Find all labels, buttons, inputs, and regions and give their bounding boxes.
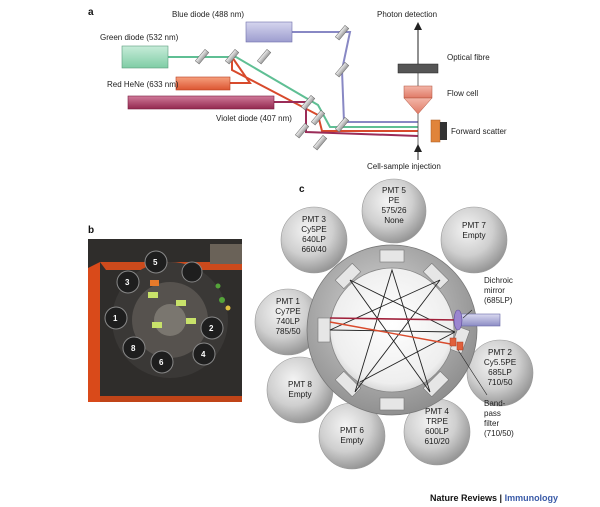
violet-diode-label: Violet diode (407 nm): [216, 114, 292, 123]
panel-b-label: b: [88, 225, 94, 236]
mirror: [224, 48, 240, 65]
pmt5-label-line: PMT 5: [382, 186, 406, 195]
bandpass-label-4: (710/50): [484, 429, 514, 438]
detector-array-photo: 5 3 1 8 6 2 4: [88, 239, 242, 402]
green-diode-laser: [121, 45, 169, 69]
photon-detection-arrowhead: [414, 22, 422, 30]
journal-section: Immunology: [505, 493, 559, 503]
mirror: [256, 48, 272, 65]
pmt7-housing: [440, 206, 508, 274]
violet-diode-laser: [127, 95, 275, 110]
forward-scatter-label: Forward scatter: [451, 127, 507, 136]
dichroic-label-1: Dichroic: [484, 276, 513, 285]
red-beam: [230, 53, 418, 132]
dichroic-mirror: [453, 309, 463, 331]
optical-fibre-label: Optical fibre: [447, 53, 490, 62]
bandpass-label-1: Band-: [484, 399, 506, 408]
green-beam: [168, 56, 418, 128]
laser-beams: [168, 31, 419, 137]
flow-cell-assembly: [397, 22, 447, 160]
forward-scatter-detector: [430, 119, 441, 143]
band-pass-filter: [449, 337, 457, 347]
pmt1-label-line: 785/50: [275, 327, 300, 336]
dichroic-label-2: mirror: [484, 286, 505, 295]
blue-beam: [292, 31, 418, 123]
bandpass-label-3: filter: [484, 419, 499, 428]
photo-number: 1: [113, 314, 118, 323]
pmt3-label-line: 660/40: [301, 245, 326, 254]
pmt1-label-line: Cy7PE: [275, 307, 301, 316]
cell-sample-injection-label: Cell-sample injection: [367, 162, 441, 171]
photo-number: 2: [209, 324, 214, 333]
pmt2-label-line: 685LP: [488, 368, 512, 377]
pmt4-label-line: TRPE: [426, 417, 448, 426]
photo-number: 6: [159, 358, 164, 367]
journal-name: Nature Reviews: [430, 493, 497, 503]
optical-fibre: [397, 63, 439, 74]
flow-cell-label: Flow cell: [447, 89, 478, 98]
blue-diode-label: Blue diode (488 nm): [172, 10, 244, 19]
pmt8-label-line: Empty: [288, 390, 312, 399]
pmt5-label-line: None: [384, 216, 404, 225]
pmt8-label-line: PMT 8: [288, 380, 312, 389]
injection-arrowhead: [414, 144, 422, 152]
dichroic-label-3: (685LP): [484, 296, 513, 305]
band-pass-filter-2: [456, 341, 464, 351]
mirror: [334, 116, 350, 133]
pmt6-label-line: Empty: [340, 436, 364, 445]
flow-cell-funnel: [403, 97, 433, 115]
photo-number: 8: [131, 344, 136, 353]
mirror: [194, 48, 210, 65]
red-beam-c: [329, 321, 457, 346]
pmt7-label-line: PMT 7: [462, 221, 486, 230]
internal-light-paths: [329, 268, 456, 393]
photo-number: 3: [125, 278, 130, 287]
red-hene-laser: [175, 76, 231, 91]
pmt4-label-line: 600LP: [425, 427, 449, 436]
mirror: [294, 122, 310, 139]
red-hene-label: Red HeNe (633 nm): [107, 80, 179, 89]
blue-diode-laser: [245, 21, 293, 43]
photon-detection-label: Photon detection: [377, 10, 437, 19]
pmt3-label-line: 640LP: [302, 235, 326, 244]
pmt3-label-line: PMT 3: [302, 215, 326, 224]
mirror: [312, 134, 328, 151]
pmt5-label-line: PE: [389, 196, 400, 205]
pmt4-label-line: 610/20: [424, 437, 449, 446]
pmt2-label-line: Cy5.5PE: [484, 358, 517, 367]
pmt7-label-line: Empty: [462, 231, 486, 240]
input-tube: [457, 313, 501, 327]
photo-number: 5: [153, 258, 158, 267]
mirror: [334, 24, 350, 41]
dark-red-beam: [329, 317, 459, 321]
photo-number: 4: [201, 350, 206, 359]
credit-separator: |: [497, 493, 505, 503]
green-diode-label: Green diode (532 nm): [100, 33, 179, 42]
pmt6-label-line: PMT 6: [340, 426, 364, 435]
mirror: [300, 94, 316, 111]
mirror: [310, 109, 326, 126]
pmt2-label-line: 710/50: [487, 378, 512, 387]
mirror: [334, 61, 350, 78]
pmt2-label-line: PMT 2: [488, 348, 512, 357]
pmt5-housing: [361, 178, 427, 244]
violet-beam: [274, 101, 419, 137]
forward-scatter-housing: [440, 122, 447, 140]
pmt1-label-line: 740LP: [276, 317, 300, 326]
flow-cell: [403, 85, 433, 99]
mirrors: [194, 24, 350, 151]
panel-c-label: c: [299, 184, 305, 195]
panel-a-label: a: [88, 7, 94, 18]
journal-credit: Nature Reviews | Immunology: [430, 493, 558, 503]
pmt3-housing: [280, 206, 348, 274]
pmt1-label-line: PMT 1: [276, 297, 300, 306]
pmt4-label-line: PMT 4: [425, 407, 449, 416]
pmt3-label-line: Cy5PE: [301, 225, 327, 234]
bandpass-label-2: pass: [484, 409, 501, 418]
pmt5-label-line: 575/26: [381, 206, 406, 215]
